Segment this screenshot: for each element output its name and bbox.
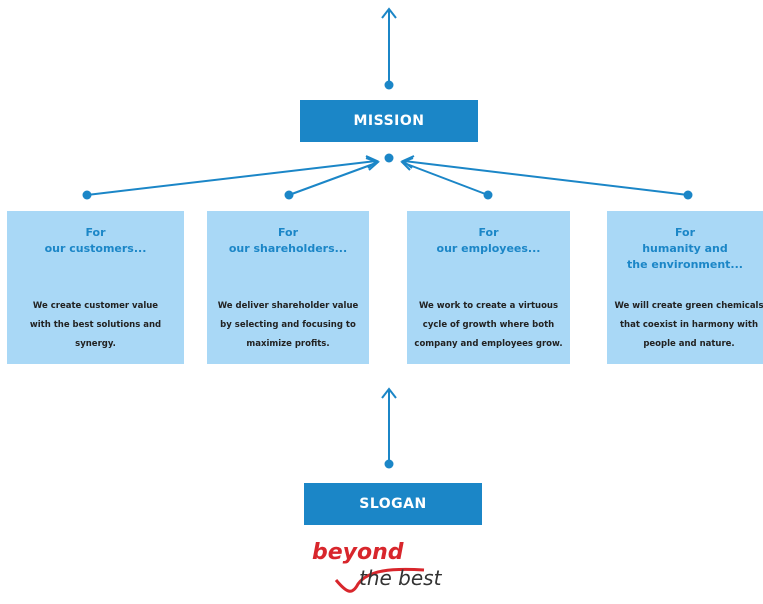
card-for-label: For [674,226,696,239]
mission-box: MISSION [300,100,478,142]
connector-employees [403,162,489,196]
card-shareholders: For our shareholders... We deliver share… [207,211,369,364]
slogan-label: SLOGAN [359,496,427,512]
logo-swoosh-icon [334,567,425,593]
card-for-label: For [478,226,499,239]
card-description: We deliver shareholder value by selectin… [217,301,359,349]
logo-word-beyond: beyond [312,540,404,565]
arrowhead-employees [400,157,414,171]
card-employees: For our employees... We work to create a… [407,211,570,364]
arrowhead-shareholders [365,157,380,171]
center-dot [384,153,394,163]
card-audience: humanity and the environment... [627,242,743,271]
mission-up-arrowhead [381,7,397,19]
dot-employees [483,190,493,200]
connector-humanity [403,160,689,196]
logo-word-the-best: the best [359,566,442,590]
card-humanity: For humanity and the environment... We w… [607,211,763,364]
card-description: We work to create a virtuous cycle of gr… [414,301,563,349]
dot-customers [82,190,92,200]
card-customers: For our customers... We create customer … [7,211,184,364]
card-for-label: For [85,226,106,239]
slogan-top-dot [384,459,394,469]
card-description: We create customer value with the best s… [29,301,162,349]
mission-top-dot [384,80,394,90]
connector-shareholders [288,162,377,196]
mission-label: MISSION [353,113,425,129]
dot-humanity [683,190,693,200]
card-audience: our shareholders... [228,242,348,255]
beyond-the-best-logo: beyond the best [312,540,452,604]
card-audience: our employees... [436,242,541,255]
slogan-box: SLOGAN [304,483,482,525]
card-for-label: For [277,226,299,239]
dot-shareholders [284,190,294,200]
arrowhead-humanity [401,155,415,169]
slogan-up-arrowhead [381,387,397,399]
card-audience: our customers... [44,242,147,255]
connector-customers [86,160,377,196]
card-description: We will create green chemicals that coex… [614,301,763,349]
